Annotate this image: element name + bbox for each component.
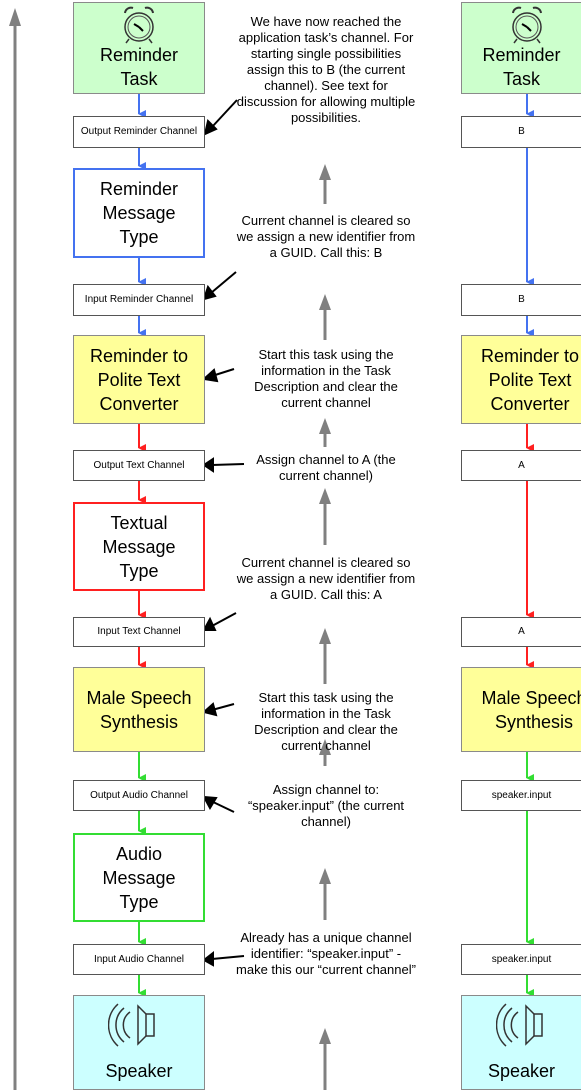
output-reminder-channel-label: Output Reminder Channel <box>80 126 198 137</box>
right-speaker-label: Speaker <box>487 1060 556 1081</box>
note-clear-channel-b: Current channel is cleared so we assign … <box>236 213 416 260</box>
speaker-icon <box>108 1003 155 1047</box>
note-app-channel: We have now reached the application task… <box>236 14 416 125</box>
input-text-channel[interactable]: Input Text Channel <box>73 617 205 647</box>
right-channel-a-bottom-label: A <box>518 626 525 637</box>
reminder-message-type-label: Reminder Message Type <box>99 179 179 247</box>
right-channel-b-bottom-label: B <box>518 294 525 305</box>
right-channel-b-top[interactable]: B <box>461 116 581 148</box>
output-text-channel[interactable]: Output Text Channel <box>73 450 205 481</box>
male-speech-synthesis-node[interactable]: Male Speech Synthesis <box>73 667 205 752</box>
alarm-clock-icon <box>512 6 542 44</box>
output-reminder-channel[interactable]: Output Reminder Channel <box>73 116 205 148</box>
reminder-task-label: Reminder Task <box>99 45 179 89</box>
alarm-clock-icon <box>124 6 154 44</box>
right-channel-a-bottom[interactable]: A <box>461 617 581 647</box>
audio-message-type-label: Audio Message Type <box>102 843 176 912</box>
right-channel-a-top[interactable]: A <box>461 450 581 481</box>
note-clear-channel-a: Current channel is cleared so we assign … <box>236 555 416 602</box>
polite-text-converter-label: Reminder to Polite Text Converter <box>89 345 189 414</box>
note-assign-speaker-input: Assign channel to: “speaker.input” (the … <box>247 782 405 829</box>
speaker-label: Speaker <box>105 1060 173 1081</box>
reminder-task-node[interactable]: Reminder Task <box>73 2 205 94</box>
progress-arrow-head <box>9 8 21 26</box>
textual-message-type-node[interactable]: Textual Message Type <box>73 502 205 591</box>
right-speaker-input-top[interactable]: speaker.input <box>461 780 581 811</box>
male-speech-synthesis-label: Male Speech Synthesis <box>86 687 192 732</box>
audio-message-type-node[interactable]: Audio Message Type <box>73 833 205 922</box>
note-start-converter: Start this task using the information in… <box>254 347 398 410</box>
polite-text-converter-node[interactable]: Reminder to Polite Text Converter <box>73 335 205 424</box>
note-existing-identifier: Already has a unique channel identifier:… <box>236 930 416 977</box>
output-audio-channel[interactable]: Output Audio Channel <box>73 780 205 811</box>
right-channel-b-top-label: B <box>518 126 525 137</box>
right-polite-text-converter-label: Reminder to Polite Text Converter <box>480 345 580 414</box>
right-reminder-task-label: Reminder Task <box>482 45 561 89</box>
input-text-channel-label: Input Text Channel <box>97 626 181 637</box>
right-channel-b-bottom[interactable]: B <box>461 284 581 316</box>
right-male-speech-synthesis-node[interactable]: Male Speech Synthesis <box>461 667 581 752</box>
input-audio-channel[interactable]: Input Audio Channel <box>73 944 205 975</box>
speaker-icon <box>496 1003 543 1047</box>
right-speaker-input-top-label: speaker.input <box>491 789 552 801</box>
right-male-speech-synthesis-label: Male Speech Synthesis <box>481 687 581 732</box>
input-reminder-channel[interactable]: Input Reminder Channel <box>73 284 205 316</box>
reminder-message-type-node[interactable]: Reminder Message Type <box>73 168 205 258</box>
input-audio-channel-label: Input Audio Channel <box>93 953 185 965</box>
note-start-synthesis: Start this task using the information in… <box>254 690 398 753</box>
output-audio-channel-label: Output Audio Channel <box>90 789 188 801</box>
right-polite-text-converter-node[interactable]: Reminder to Polite Text Converter <box>461 335 581 424</box>
input-reminder-channel-label: Input Reminder Channel <box>84 294 194 305</box>
right-speaker-input-bottom[interactable]: speaker.input <box>461 944 581 975</box>
right-speaker-input-bottom-label: speaker.input <box>491 953 552 965</box>
right-channel-a-top-label: A <box>518 459 525 471</box>
right-speaker-node[interactable]: Speaker <box>461 995 581 1090</box>
textual-message-type-label: Textual Message Type <box>102 512 176 581</box>
note-assign-a: Assign channel to A (the current channel… <box>256 452 396 483</box>
output-text-channel-label: Output Text Channel <box>93 459 185 471</box>
